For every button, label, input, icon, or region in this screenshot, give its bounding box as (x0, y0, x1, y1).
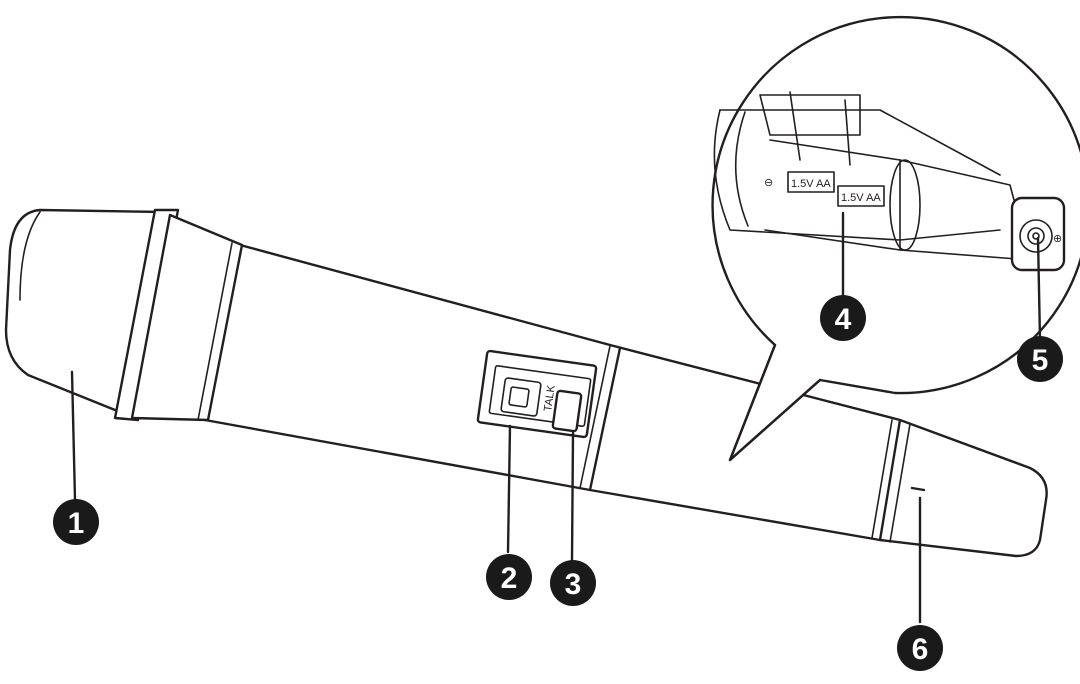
callout-2: 2 (486, 554, 532, 600)
callout-4-label: 4 (835, 303, 852, 336)
battery-1-label: 1.5V AA (791, 178, 831, 190)
battery-2-label: 1.5V AA (841, 192, 881, 204)
leader-5 (1036, 236, 1042, 342)
leader-3 (570, 431, 575, 562)
callout-1: 1 (53, 499, 99, 545)
microphone-body (4, 208, 1048, 558)
handle (203, 243, 1048, 558)
callout-4: 4 (820, 295, 866, 341)
callout-5: 5 (1017, 336, 1063, 382)
talk-label: TALK (542, 384, 558, 413)
plus-symbol: ⊕ (1053, 233, 1062, 245)
power-switch (500, 377, 542, 417)
leader-1 (70, 370, 77, 502)
battery-2 (837, 185, 885, 207)
battery-1 (787, 171, 835, 193)
battery-magnifier: 1.5V AA 1.5V AA ⊖ ⊕ (711, 15, 1080, 462)
callout-5-label: 5 (1032, 344, 1049, 377)
minus-symbol: ⊖ (764, 177, 773, 189)
talk-button (551, 389, 583, 433)
callout-1-label: 1 (68, 507, 85, 540)
callout-2-label: 2 (501, 562, 518, 595)
callout-6-label: 6 (912, 633, 929, 666)
callout-3: 3 (550, 560, 596, 606)
neck-section (130, 213, 244, 422)
callout-3-label: 3 (565, 568, 582, 601)
callout-6: 6 (897, 625, 943, 671)
leader-2 (506, 424, 512, 554)
indicator-led (910, 486, 926, 492)
power-talk-switch: TALK (476, 349, 598, 439)
